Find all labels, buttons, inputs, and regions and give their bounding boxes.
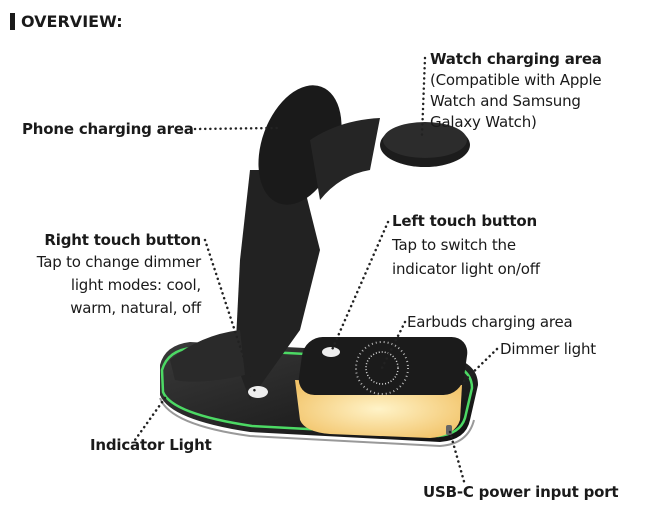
phone-label: Phone charging area [22, 120, 194, 138]
usb-c-port [446, 425, 452, 435]
right-button-title: Right touch button [44, 231, 201, 249]
heading-bar [10, 13, 15, 30]
leader-line-usbc [448, 430, 467, 487]
overview-title: OVERVIEW: [21, 12, 123, 31]
earbuds-dot-ring-outer [355, 341, 409, 395]
leader-line-right-button [203, 238, 257, 394]
right-touch-button [248, 386, 268, 398]
left-touch-button [322, 347, 340, 357]
leader-line-indicator [133, 396, 167, 442]
right-button-line: Tap to change dimmer [36, 253, 201, 271]
right-button-line: warm, natural, off [70, 299, 201, 317]
dimmer-label: Dimmer light [500, 340, 596, 358]
watch-stand [310, 118, 380, 200]
watch-label-title: Watch charging area [430, 50, 602, 68]
earbuds-charging-pad [298, 337, 468, 395]
overview-heading: OVERVIEW: [10, 12, 123, 31]
stand-foot [170, 330, 245, 382]
leader-line-dimmer [460, 347, 499, 385]
usbc-label: USB-C power input port [423, 483, 619, 501]
leader-line-earbuds [380, 320, 407, 370]
earbuds-label: Earbuds charging area [407, 313, 573, 331]
watch-label-line: Galaxy Watch) [430, 113, 537, 131]
watch-puck-top [383, 122, 467, 158]
leader-line-left-button [329, 220, 390, 354]
indicator-label: Indicator Light [90, 436, 212, 454]
left-button-title: Left touch button [392, 212, 537, 230]
left-button-line: Tap to switch the [392, 236, 516, 254]
leader-lines [133, 56, 499, 487]
earbuds-dot-ring-inner [365, 351, 399, 385]
phone-stand [235, 170, 320, 400]
base-edge [159, 397, 475, 448]
right-button-line: light modes: cool, [70, 276, 201, 294]
left-button-line: indicator light on/off [392, 260, 540, 278]
watch-label-line: (Compatible with Apple [430, 71, 602, 89]
leader-line-phone [193, 126, 280, 131]
watch-label-line: Watch and Samsung [430, 92, 581, 110]
